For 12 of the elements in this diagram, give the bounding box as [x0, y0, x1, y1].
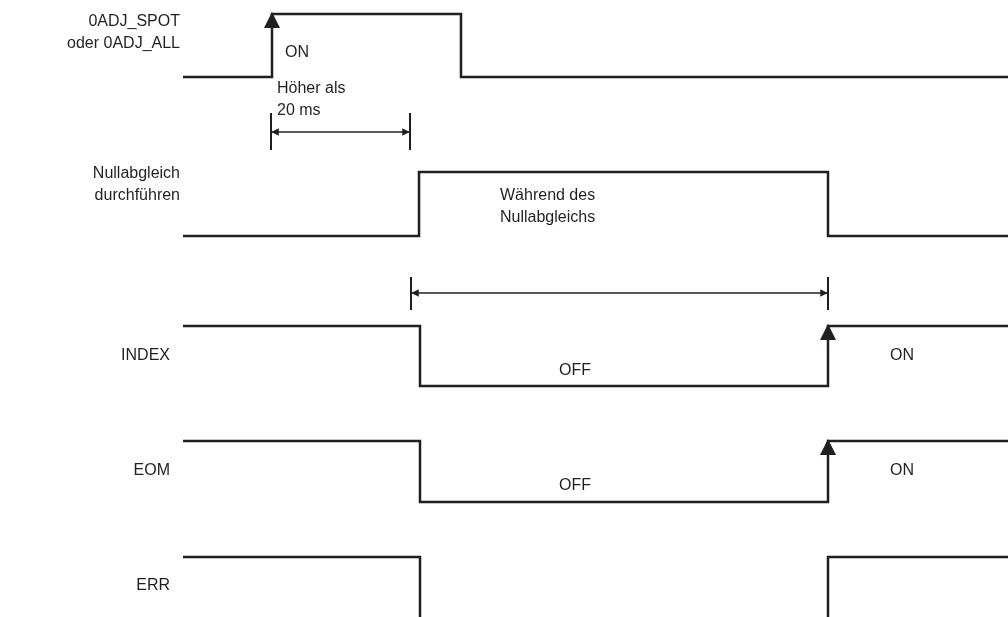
signal-name: 0ADJ_SPOT oder 0ADJ_ALL [66, 11, 180, 53]
state-label: Während des Nullabgleichs [500, 185, 597, 227]
signal-name: Nullabgleich durchführen [91, 163, 180, 205]
signal-name: ERR [136, 575, 170, 595]
state-label: ON [890, 460, 914, 480]
state-label: OFF [559, 475, 591, 495]
signal-name: INDEX [121, 345, 170, 365]
timing-note: Höher als 20 ms [277, 78, 347, 120]
state-label: ON [285, 42, 309, 62]
signal-name: EOM [133, 460, 170, 480]
state-label: ON [890, 345, 914, 365]
state-label: OFF [559, 360, 591, 380]
